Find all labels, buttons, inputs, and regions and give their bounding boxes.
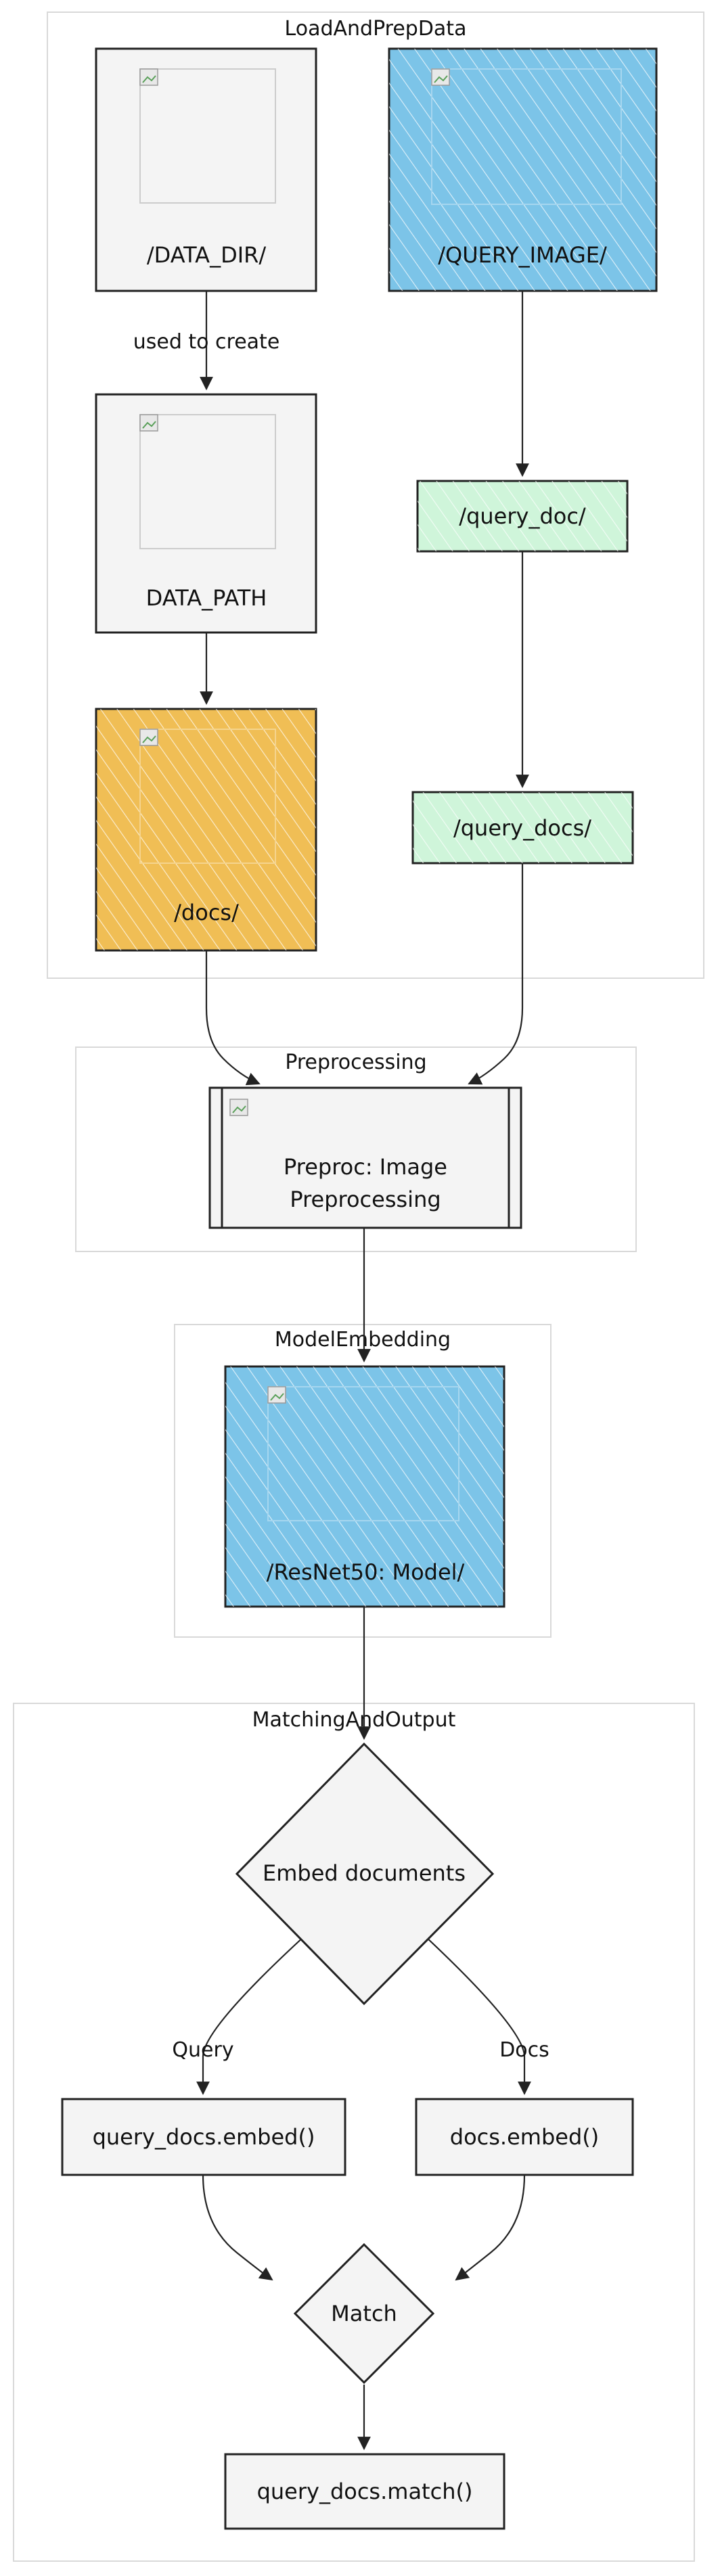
cluster-model-embedding: ModelEmbedding <box>174 1324 552 1638</box>
node-docs[interactable]: /docs/ <box>95 708 317 952</box>
node-embed-documents-label: Embed documents <box>263 1860 466 1886</box>
node-embed-documents[interactable]: Embed documents <box>235 1742 495 2006</box>
node-data-path-label: DATA_PATH <box>146 585 267 611</box>
broken-image-icon <box>139 68 276 204</box>
cluster-title-model-embedding: ModelEmbedding <box>275 1328 451 1352</box>
node-query-docs-label: /query_docs/ <box>453 815 591 841</box>
edge-query-docs-to-preproc <box>468 863 524 1085</box>
node-docs-embed-label: docs.embed() <box>450 2124 599 2150</box>
broken-image-icon <box>139 414 276 549</box>
node-query-doc[interactable]: /query_doc/ <box>416 480 629 553</box>
node-docs-embed[interactable]: docs.embed() <box>415 2098 634 2176</box>
edge-docs-embed-to-match <box>455 2174 526 2281</box>
edge-embed-to-docs-embed <box>424 1935 531 2095</box>
cluster-title-load: LoadAndPrepData <box>285 17 467 41</box>
node-query-match[interactable]: query_docs.match() <box>224 2453 505 2530</box>
broken-image-icon <box>139 729 276 864</box>
edge-query-embed-to-match <box>202 2174 273 2281</box>
node-query-doc-label: /query_doc/ <box>459 503 586 529</box>
node-query-match-label: query_docs.match() <box>257 2479 473 2504</box>
broken-image-icon <box>431 68 622 205</box>
cluster-load-and-prep-data: LoadAndPrepData <box>47 12 704 979</box>
node-match[interactable]: Match <box>293 2242 435 2385</box>
edges <box>196 291 531 2450</box>
node-data-dir[interactable]: /DATA_DIR/ <box>95 47 317 292</box>
node-resnet-label: /ResNet50: Model/ <box>267 1559 465 1585</box>
node-match-label: Match <box>331 2301 397 2326</box>
cluster-matching-and-output: MatchingAndOutput <box>13 1703 695 2562</box>
cluster-title-matching: MatchingAndOutput <box>252 1708 456 1732</box>
cluster-preprocessing: Preprocessing <box>75 1046 637 1252</box>
node-resnet[interactable]: /ResNet50: Model/ <box>224 1365 505 1608</box>
node-preproc-label-line2: Preprocessing <box>290 1187 441 1212</box>
node-query-embed[interactable]: query_docs.embed() <box>61 2098 346 2176</box>
node-preproc[interactable]: Preproc: Image Preprocessing <box>208 1086 522 1229</box>
edge-label-used-to-create: used to create <box>133 330 280 354</box>
edge-embed-to-query-embed <box>196 1935 305 2095</box>
broken-image-icon <box>229 1099 248 1116</box>
node-query-image[interactable]: /QUERY_IMAGE/ <box>388 47 658 292</box>
edge-docs-to-preproc <box>205 950 261 1086</box>
edge-label-query: Query <box>172 2038 233 2062</box>
node-preproc-label-line1: Preproc: Image <box>284 1154 447 1180</box>
node-data-dir-label: /DATA_DIR/ <box>147 242 267 268</box>
broken-image-icon <box>267 1386 459 1521</box>
node-query-image-label: /QUERY_IMAGE/ <box>438 242 607 268</box>
node-docs-label: /docs/ <box>174 900 239 925</box>
edge-label-docs: Docs <box>499 2038 549 2062</box>
cluster-title-preprocessing: Preprocessing <box>285 1051 426 1074</box>
node-data-path[interactable]: DATA_PATH <box>95 393 317 634</box>
node-query-embed-label: query_docs.embed() <box>93 2124 315 2150</box>
node-query-docs[interactable]: /query_docs/ <box>411 791 634 865</box>
